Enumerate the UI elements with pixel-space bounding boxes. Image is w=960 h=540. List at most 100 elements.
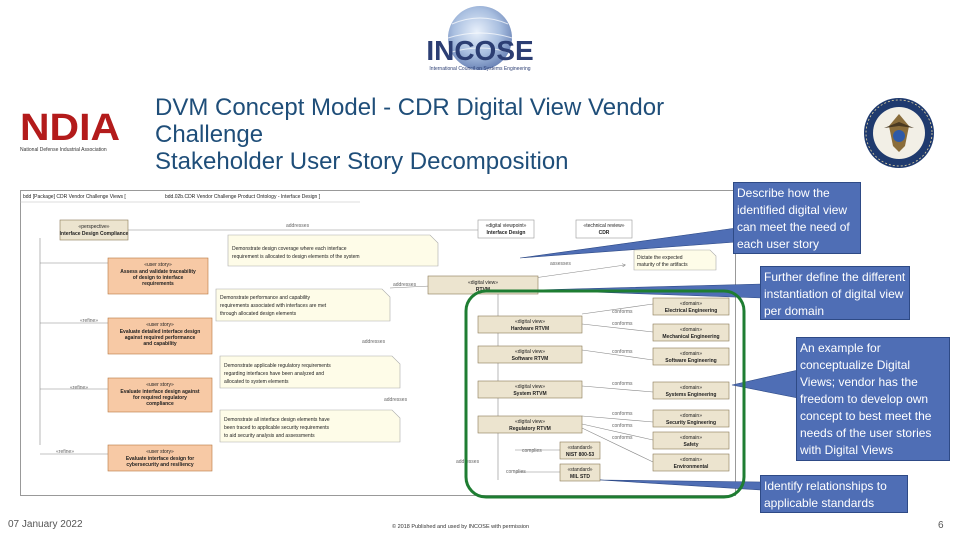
svg-text:«digital view»: «digital view» bbox=[515, 384, 545, 390]
svg-text:allocated to system elements: allocated to system elements bbox=[224, 379, 289, 385]
svg-text:maturity of the artifacts: maturity of the artifacts bbox=[637, 262, 688, 268]
user-story-3: «user story» Evaluate interface design a… bbox=[107, 377, 213, 413]
domain-systems: «domain» Systems Engineering bbox=[652, 381, 730, 400]
svg-text:NIST 800-53: NIST 800-53 bbox=[566, 452, 595, 458]
svg-text:«user story»: «user story» bbox=[146, 322, 174, 328]
svg-text:«domain»: «domain» bbox=[680, 351, 702, 357]
edge-addresses-4: addresses bbox=[384, 397, 408, 403]
svg-text:requirement is allocated to de: requirement is allocated to design eleme… bbox=[232, 254, 360, 260]
svg-text:Software RTVM: Software RTVM bbox=[512, 356, 549, 362]
globe-icon bbox=[448, 6, 512, 70]
user-story-1: «user story» Assess and validate traceab… bbox=[107, 257, 209, 295]
domain-safety: «domain» Safety bbox=[652, 431, 730, 450]
svg-text:compliance: compliance bbox=[146, 401, 174, 407]
domain-security: «domain» Security Engineering bbox=[652, 409, 730, 428]
standard-milstd: «standard» MIL STD bbox=[559, 463, 601, 482]
domain-mechanical: «domain» Mechanical Engineering bbox=[652, 323, 730, 342]
view-system-rtvm: «digital view» System RTVM bbox=[477, 380, 583, 399]
svg-text:«user story»: «user story» bbox=[146, 382, 174, 388]
edge-conforms-5: conforms bbox=[612, 411, 633, 417]
svg-text:Evaluate interface design agai: Evaluate interface design against bbox=[120, 389, 200, 395]
incose-logo: INCOSE International Council on Systems … bbox=[412, 4, 548, 76]
svg-text:«technical review»: «technical review» bbox=[583, 223, 624, 229]
edge-conforms-7: conforms bbox=[612, 435, 633, 441]
edge-addresses-1: addresses bbox=[286, 223, 310, 229]
page-title: DVM Concept Model - CDR Digital View Ven… bbox=[155, 94, 765, 175]
incose-logo-text: INCOSE bbox=[426, 35, 533, 66]
svg-text:Demonstrate all interface desi: Demonstrate all interface design element… bbox=[224, 417, 330, 423]
domain-electrical: «domain» Electrical Engineering bbox=[652, 297, 730, 316]
svg-text:Evaluate interface design for: Evaluate interface design for bbox=[126, 456, 194, 462]
svg-text:requirements associated with i: requirements associated with interfaces … bbox=[220, 303, 327, 309]
perspective-block: «perspective» Interface Design Complianc… bbox=[60, 219, 129, 241]
view-hardware-rtvm: «digital view» Hardware RTVM bbox=[477, 315, 583, 334]
svg-text:«digital view»: «digital view» bbox=[468, 280, 498, 286]
note-3: Demonstrate applicable regulatory requir… bbox=[219, 355, 401, 389]
callout-3-pointer bbox=[731, 369, 799, 399]
view-software-rtvm: «digital view» Software RTVM bbox=[477, 345, 583, 364]
edge-addresses-5: addresses bbox=[456, 459, 480, 465]
note-2: Demonstrate performance and capability r… bbox=[215, 288, 391, 322]
svg-text:Dictate the expected: Dictate the expected bbox=[637, 255, 683, 261]
callout-4-pointer bbox=[599, 479, 763, 491]
svg-text:against required performance: against required performance bbox=[125, 335, 196, 341]
footer-date: 07 January 2022 bbox=[8, 519, 83, 530]
edge-addresses-3: addresses bbox=[362, 339, 386, 345]
svg-text:Mechanical Engineering: Mechanical Engineering bbox=[662, 334, 719, 340]
edge-complies-2: complies bbox=[506, 469, 526, 475]
svg-text:«standard»: «standard» bbox=[567, 467, 592, 473]
edge-conforms-1: conforms bbox=[612, 309, 633, 315]
svg-text:Demonstrate applicable regulat: Demonstrate applicable regulatory requir… bbox=[224, 363, 331, 369]
edge-conforms-2: conforms bbox=[612, 321, 633, 327]
svg-text:«digital view»: «digital view» bbox=[515, 319, 545, 325]
technical-review-block: «technical review» CDR bbox=[575, 219, 633, 239]
svg-text:«standard»: «standard» bbox=[567, 445, 592, 451]
edge-addresses-2: addresses bbox=[393, 282, 417, 288]
view-regulatory-rtvm: «digital view» Regulatory RTVM bbox=[477, 415, 583, 434]
svg-text:«domain»: «domain» bbox=[680, 385, 702, 391]
svg-text:«digital view»: «digital view» bbox=[515, 349, 545, 355]
user-story-4: «user story» Evaluate interface design f… bbox=[107, 444, 213, 472]
svg-text:«perspective»: «perspective» bbox=[78, 224, 109, 230]
svg-text:«domain»: «domain» bbox=[680, 327, 702, 333]
svg-text:Demonstrate design coverage wh: Demonstrate design coverage where each i… bbox=[232, 246, 347, 252]
highlight-frame bbox=[464, 289, 746, 499]
svg-text:cybersecurity and resiliency: cybersecurity and resiliency bbox=[126, 462, 193, 468]
edge-refine-2: «refine» bbox=[80, 318, 98, 324]
edge-complies-1: complies bbox=[522, 448, 542, 454]
note-1: Demonstrate design coverage where each i… bbox=[227, 234, 439, 267]
svg-text:«domain»: «domain» bbox=[680, 457, 702, 463]
svg-text:Software Engineering: Software Engineering bbox=[665, 358, 716, 364]
svg-text:«domain»: «domain» bbox=[680, 435, 702, 441]
title-line-1: DVM Concept Model - CDR Digital View Ven… bbox=[155, 94, 665, 121]
callout-domain: Further define the different instantiati… bbox=[760, 266, 910, 320]
frame-subtitle: bdd.02b.CDR Vendor Challenge Product Ont… bbox=[165, 194, 321, 200]
ndia-logo: NDIA National Defense Industrial Associa… bbox=[18, 104, 124, 156]
callout-standards: Identify relationships to applicable sta… bbox=[760, 475, 908, 513]
edge-conforms-4: conforms bbox=[612, 381, 633, 387]
footer-copyright: © 2018 Published and used by INCOSE with… bbox=[392, 524, 530, 530]
svg-text:«user story»: «user story» bbox=[144, 262, 172, 268]
svg-text:Demonstrate performance and ca: Demonstrate performance and capability bbox=[220, 295, 311, 301]
svg-text:Interface Design: Interface Design bbox=[487, 230, 526, 236]
callout-digital-view: Describe how the identified digital view… bbox=[733, 182, 861, 254]
svg-text:Security Engineering: Security Engineering bbox=[666, 420, 716, 426]
svg-text:Environmental: Environmental bbox=[674, 464, 709, 470]
domain-environmental: «domain» Environmental bbox=[652, 453, 730, 472]
svg-text:«digital viewpoint»: «digital viewpoint» bbox=[486, 223, 527, 229]
incose-logo-subtitle: International Council on Systems Enginee… bbox=[429, 66, 530, 72]
callout-1-pointer bbox=[519, 227, 737, 259]
user-story-2: «user story» Evaluate detailed interface… bbox=[107, 317, 213, 355]
svg-text:Hardware RTVM: Hardware RTVM bbox=[511, 326, 549, 332]
svg-text:through allocated design eleme: through allocated design elements bbox=[220, 311, 297, 317]
svg-text:regarding interfaces have been: regarding interfaces have been analyzed … bbox=[224, 371, 324, 377]
svg-text:Evaluate detailed interface de: Evaluate detailed interface design bbox=[120, 329, 201, 335]
svg-text:Interface Design Compliance: Interface Design Compliance bbox=[60, 231, 129, 237]
note-4: Demonstrate all interface design element… bbox=[219, 409, 401, 443]
svg-text:«domain»: «domain» bbox=[680, 413, 702, 419]
edge-refine-4: «refine» bbox=[56, 449, 74, 455]
callout-example: An example for conceptualize Digital Vie… bbox=[796, 337, 950, 461]
diagram-edges bbox=[39, 229, 654, 480]
svg-text:Systems Engineering: Systems Engineering bbox=[666, 392, 717, 398]
